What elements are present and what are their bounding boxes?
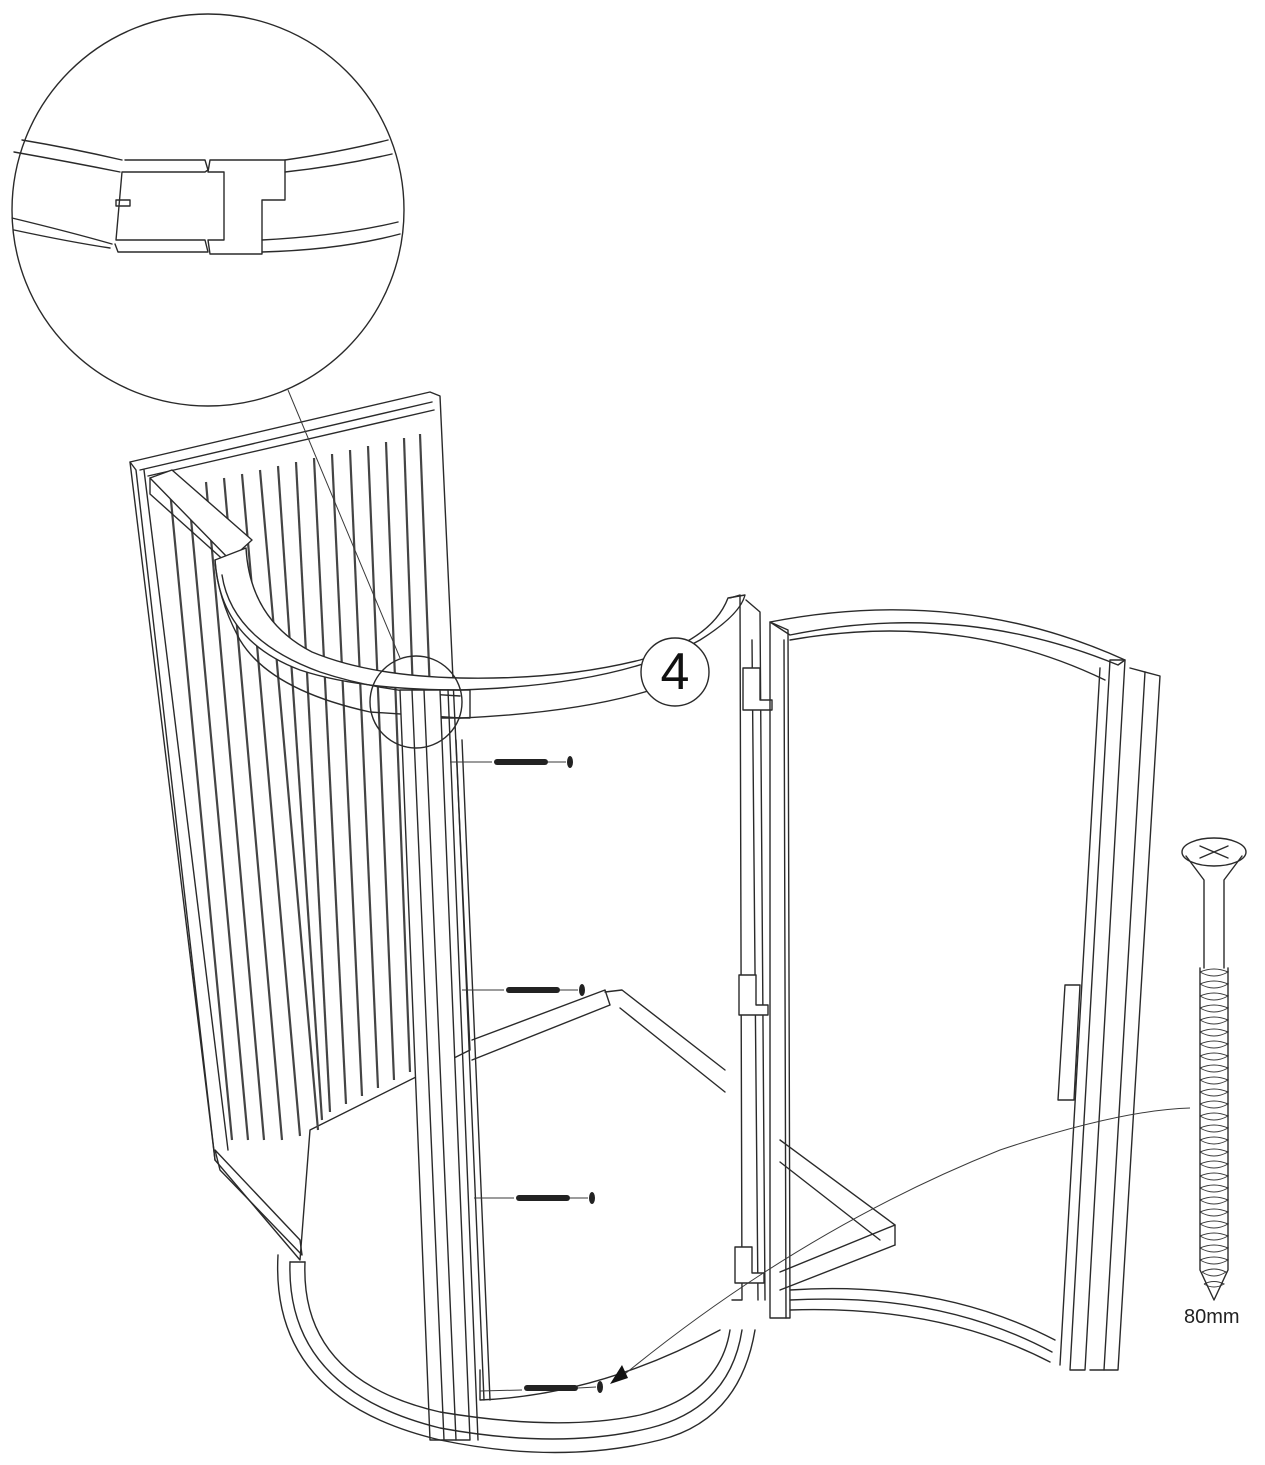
handle-icon [1057, 984, 1081, 1101]
phillips-screw-icon [1181, 837, 1247, 1301]
pointer-arrow [610, 1107, 1191, 1384]
step-number: 4 [660, 643, 690, 701]
installation-screws [450, 756, 603, 1393]
hinge-post [729, 594, 766, 1301]
hinge-icon [734, 667, 773, 1284]
screw-1 [450, 756, 573, 768]
screw-3 [474, 1192, 595, 1204]
hinged-door-frame [769, 609, 1161, 1371]
screw-2 [462, 984, 585, 996]
fixed-side-panel [399, 689, 491, 1441]
step-number-circle [640, 637, 710, 707]
screw-size-label: 80mm [1184, 1306, 1240, 1328]
magnified-detail-circle [11, 13, 463, 749]
curved-base-tray [276, 1254, 756, 1454]
screw-4 [479, 1381, 603, 1393]
left-top-bar [149, 469, 253, 565]
floor-frame-bars [471, 989, 896, 1291]
